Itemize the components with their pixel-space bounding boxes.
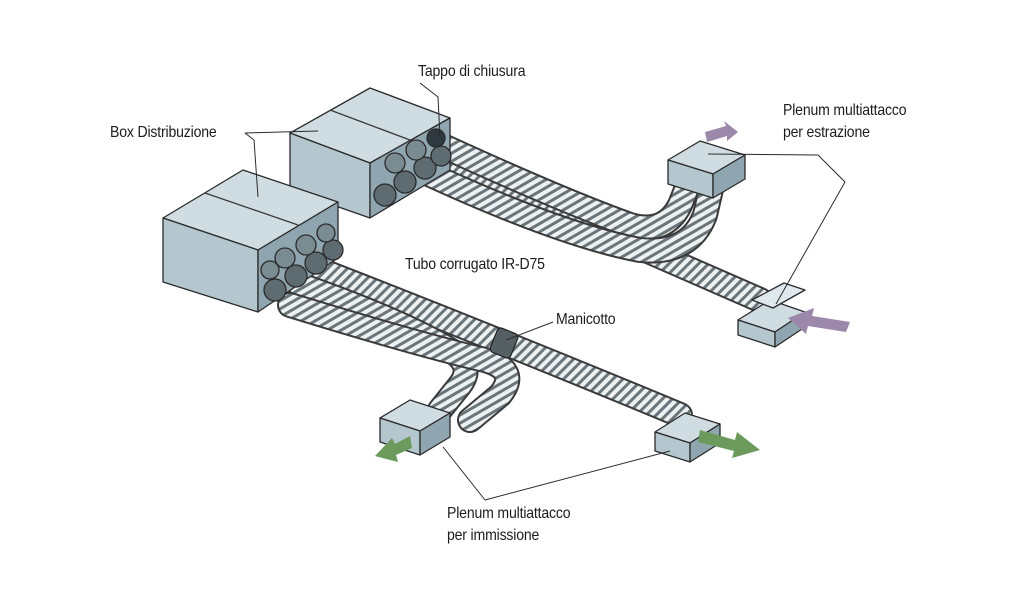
leader-lines — [244, 82, 846, 501]
label-tappo-di-chiusura: Tappo di chiusura — [418, 63, 526, 80]
label-tubo-corrugato: Tubo corrugato IR-D75 — [405, 256, 545, 273]
arrow-supply-far — [698, 430, 760, 458]
label-manicotto: Manicotto — [556, 311, 616, 328]
arrow-supply-near — [375, 436, 412, 462]
box-distribuzione-lower — [162, 169, 344, 313]
label-plenum-immissione-line2: per immissione — [447, 527, 540, 544]
label-plenum-estrazione-line1: Plenum multiattacco — [783, 102, 907, 119]
arrows-supply — [375, 430, 760, 462]
leader-plenum-imm-near — [442, 446, 486, 501]
label-plenum-estrazione-line2: per estrazione — [783, 124, 870, 141]
arrow-extract-far — [788, 308, 850, 334]
arrow-extract-near — [705, 121, 738, 142]
leader-manicotto — [505, 321, 554, 341]
lower-hoses — [277, 257, 693, 433]
plenum-estrazione-near — [667, 140, 746, 199]
manicotto-coupling — [489, 327, 519, 359]
label-plenum-immissione-line1: Plenum multiattacco — [447, 505, 571, 522]
leader-plenum-imm-far — [484, 450, 671, 501]
leader-tappo — [419, 82, 441, 138]
upper-hoses — [407, 127, 773, 313]
label-box-distribuzione: Box Distribuzione — [110, 124, 217, 141]
leader-box-upper — [244, 130, 319, 134]
leader-plenum-estr-near — [707, 153, 819, 156]
arrows-extraction — [705, 121, 850, 334]
label-plenum-immissione: Plenum multiattacco per immissione — [447, 503, 571, 547]
leader-plenum-estr-far — [775, 154, 846, 305]
leader-box-lower — [244, 132, 259, 198]
tappo-cap — [426, 128, 446, 148]
label-plenum-estrazione: Plenum multiattacco per estrazione — [783, 100, 907, 144]
